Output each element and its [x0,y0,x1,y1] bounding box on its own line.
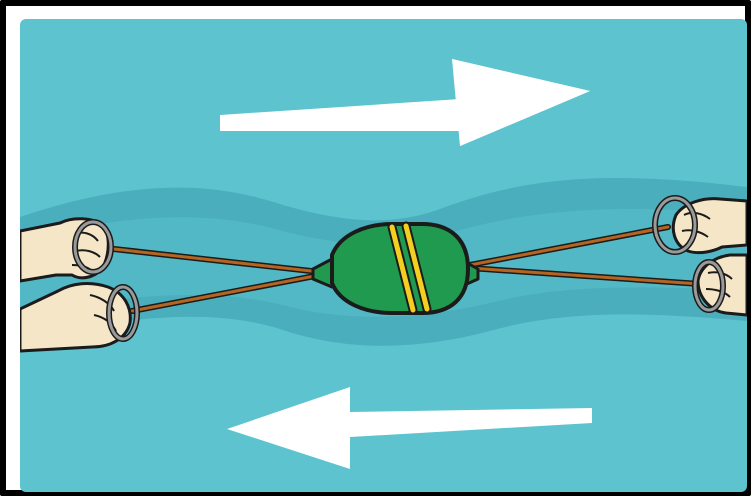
illustration-svg [20,19,747,492]
illustration [20,19,747,492]
hand-bottom-right [695,255,747,315]
hand-top-left [20,219,111,281]
